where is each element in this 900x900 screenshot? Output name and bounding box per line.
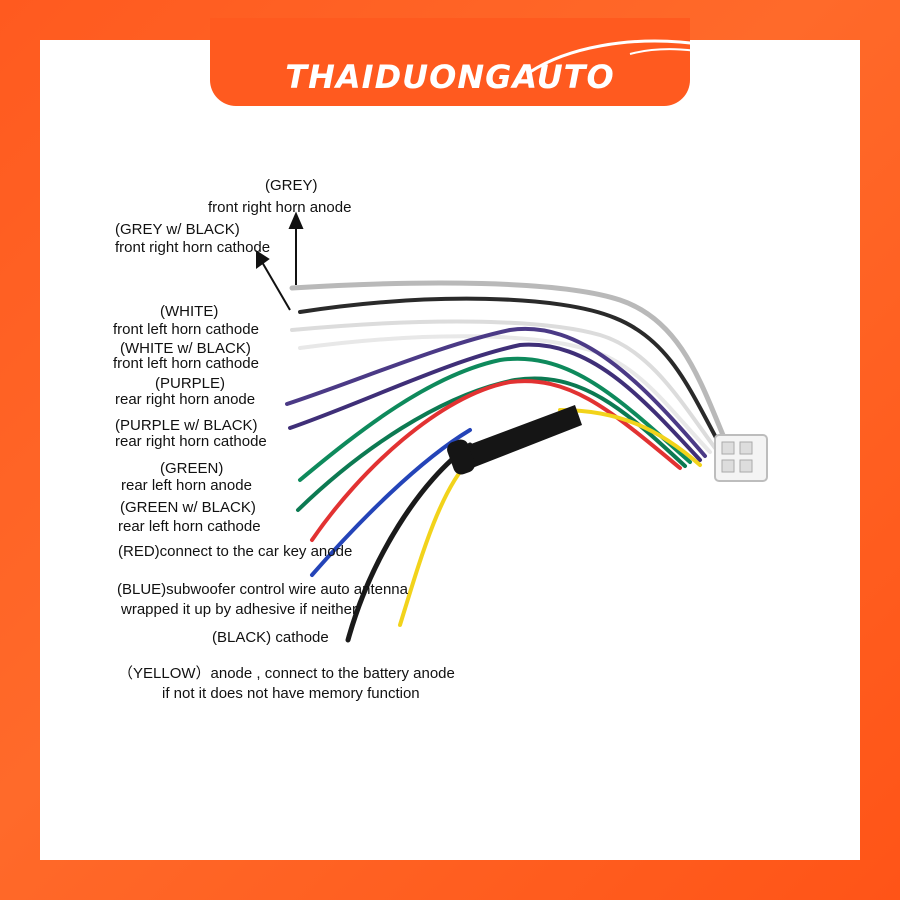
plug-connector	[714, 434, 768, 482]
wire-purple-black	[288, 342, 702, 462]
label-black-line-1: (BLACK) cathode	[212, 629, 329, 646]
label-grey-line-2: front right horn anode	[208, 199, 351, 216]
label-green-black-line-1: (GREEN w/ BLACK)	[120, 499, 256, 516]
label-purple-black-line-1: (PURPLE w/ BLACK)	[115, 417, 258, 434]
label-white-line-2: front left horn cathode	[113, 321, 259, 338]
wire-white-black	[298, 334, 712, 454]
wire-purple	[285, 326, 707, 458]
arrow-grey	[288, 211, 304, 285]
label-green-line-2: rear left horn anode	[121, 477, 252, 494]
label-purple-black-line-2: rear right horn cathode	[115, 433, 267, 450]
label-white-black-line-1: (WHITE w/ BLACK)	[120, 340, 251, 357]
label-grey-line-1: (GREY)	[265, 177, 318, 194]
wire-green	[298, 356, 692, 482]
label-grey-black-line-2: front right horn cathode	[115, 239, 270, 256]
label-green-black-line-2: rear left horn cathode	[118, 518, 261, 535]
wire-grey	[289, 280, 728, 443]
label-grey-black-line-1: (GREY w/ BLACK)	[115, 221, 240, 238]
label-red-line-1: (RED)connect to the car key anode	[118, 543, 352, 560]
wire-blue	[310, 428, 472, 577]
brand-header: THAIDUONGAUTO	[210, 18, 811, 106]
cable-sleeve	[455, 405, 582, 472]
wire-grey-black	[298, 296, 722, 447]
brand-name: THAIDUONGAUTO	[285, 58, 615, 96]
label-blue-line-2: wrapped it up by adhesive if neither	[120, 601, 357, 618]
car-outline-icon	[529, 39, 811, 76]
label-blue-line-1: (BLUE)subwoofer control wire auto antenn…	[117, 581, 409, 598]
label-white-black-line-2: front left horn cathode	[113, 355, 259, 372]
wire-yellow-bundle	[558, 408, 702, 467]
label-yellow-line-1: （YELLOW）anode , connect to the battery a…	[118, 665, 455, 682]
label-purple-line-2: rear right horn anode	[115, 391, 255, 408]
label-white-line-1: (WHITE)	[160, 303, 218, 320]
wire-yellow	[398, 458, 472, 627]
sleeve-end	[447, 439, 475, 475]
label-purple-line-1: (PURPLE)	[155, 375, 225, 392]
label-green-line-1: (GREEN)	[160, 460, 223, 477]
arrow-grey-black	[256, 250, 291, 311]
label-yellow-line-2: if not it does not have memory function	[162, 685, 420, 702]
wire-white	[290, 319, 717, 450]
